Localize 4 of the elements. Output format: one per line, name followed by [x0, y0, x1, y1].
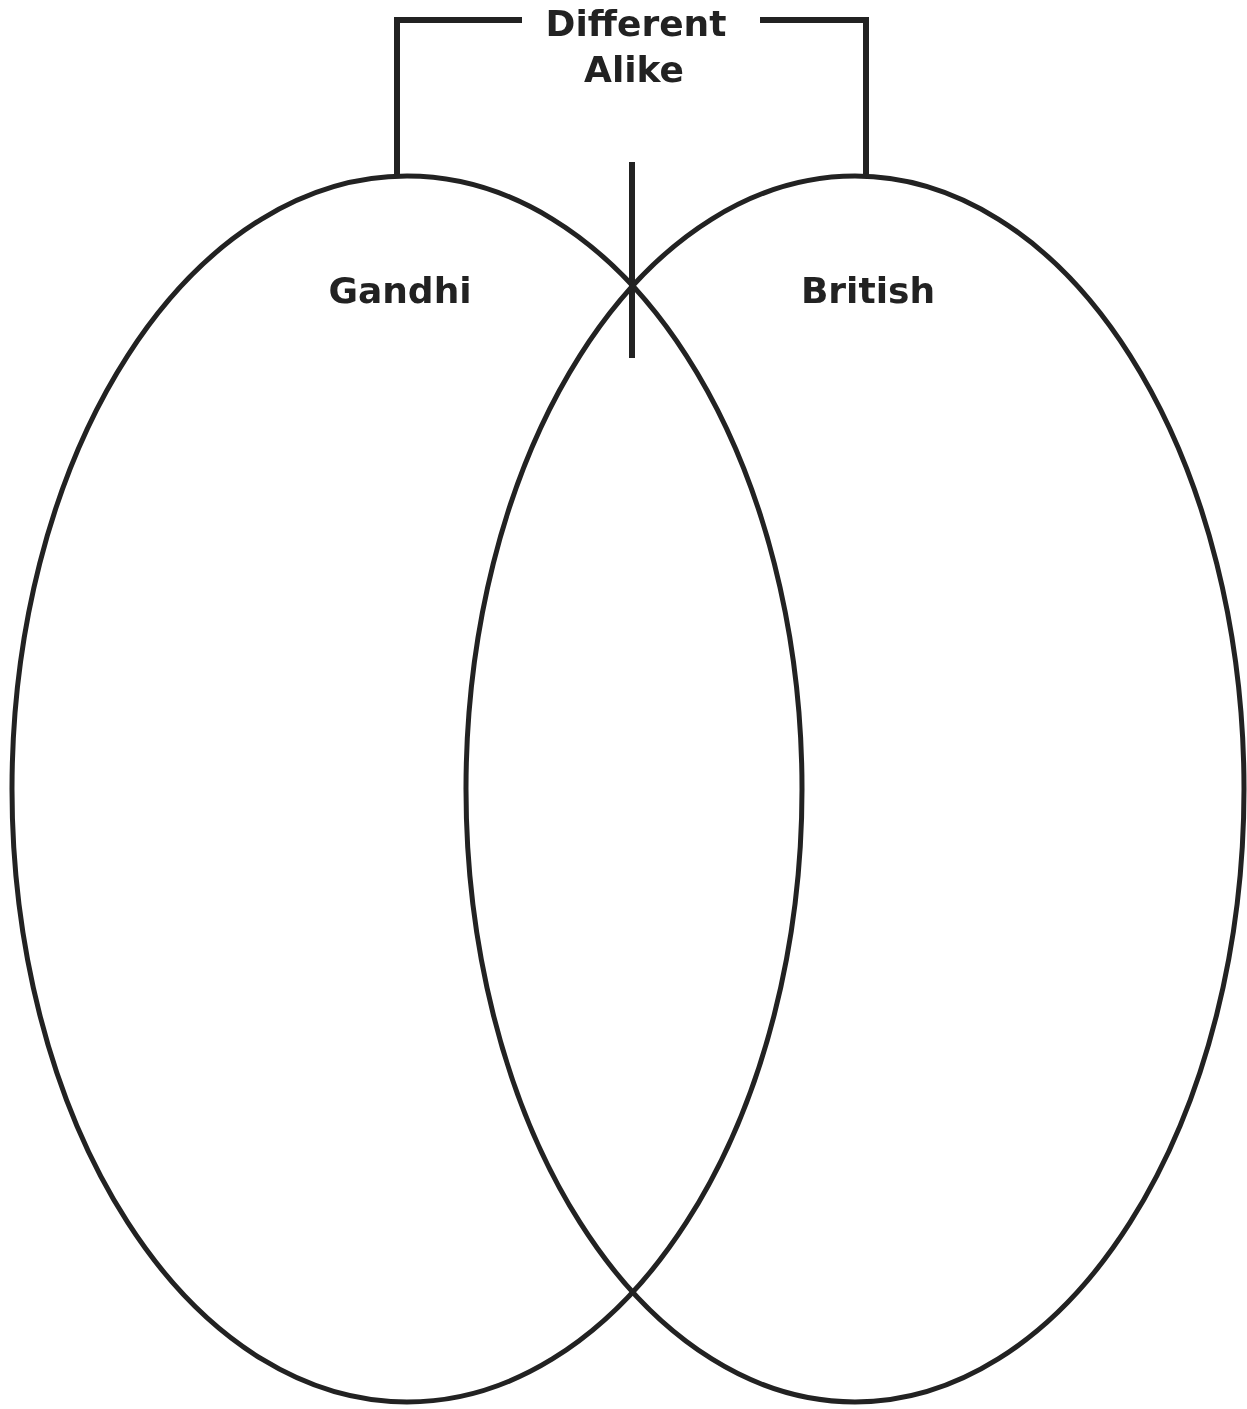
category-label: Different: [545, 4, 727, 44]
set-title: Gandhi: [328, 271, 472, 311]
set-title: British: [800, 271, 936, 311]
category-label: Alike: [584, 50, 684, 90]
